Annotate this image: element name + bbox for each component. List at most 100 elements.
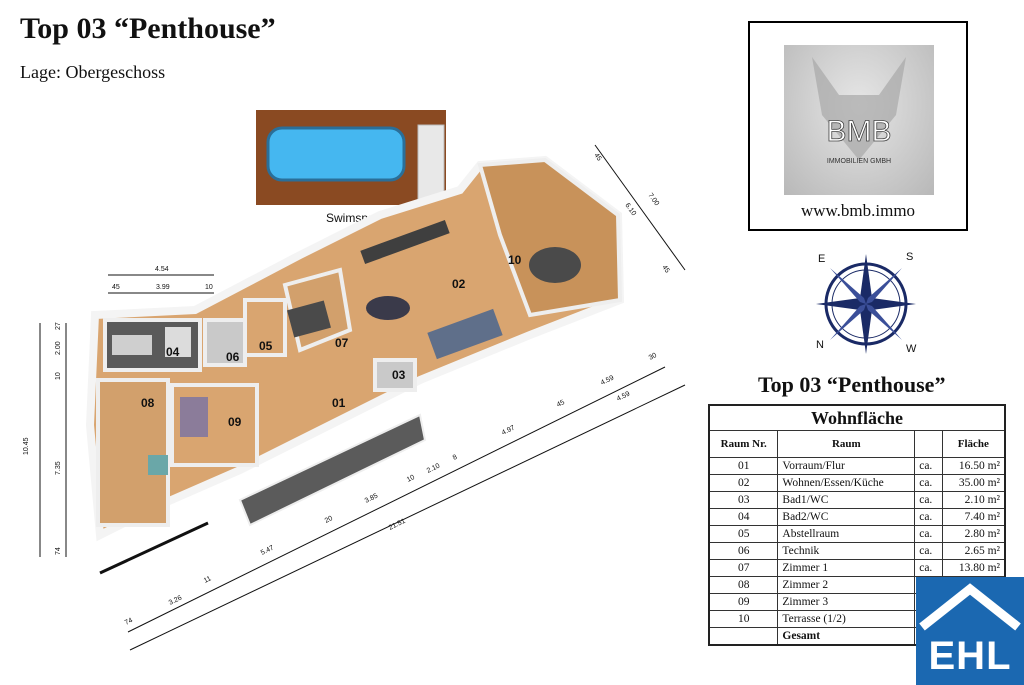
svg-text:3.99: 3.99 xyxy=(156,284,170,291)
compass-rose-icon: E S N W xyxy=(816,251,917,355)
bedroom-08 xyxy=(96,378,170,527)
table-caption: Wohnfläche xyxy=(708,404,1006,431)
svg-text:30: 30 xyxy=(648,352,658,362)
row-flaeche: 13.80 m² xyxy=(941,559,1006,577)
svg-text:45: 45 xyxy=(592,152,602,163)
ehl-text: EHL xyxy=(928,634,1012,678)
compass-s: S xyxy=(906,251,913,263)
row-flaeche: 7.40 m² xyxy=(941,508,1006,526)
row-flaeche: 35.00 m² xyxy=(941,474,1006,492)
apartment-footprint xyxy=(85,155,625,542)
row-flaeche: 16.50 m² xyxy=(941,457,1006,475)
room-label: 06 xyxy=(226,350,240,364)
room-label: 02 xyxy=(452,277,466,291)
row-raum: Vorraum/Flur xyxy=(777,457,916,475)
row-ca: ca. xyxy=(914,525,943,543)
svg-text:45: 45 xyxy=(556,399,566,409)
svg-text:4.54: 4.54 xyxy=(155,266,169,273)
room-label: 08 xyxy=(141,396,155,410)
stair xyxy=(238,413,427,527)
room-label: 10 xyxy=(508,253,522,267)
dining-table xyxy=(366,296,410,320)
row-ca: ca. xyxy=(914,559,943,577)
terrace-deck xyxy=(477,157,623,318)
col-header-flaeche: Fläche xyxy=(941,430,1006,458)
bmb-logo: BMB IMMOBILIEN GMBH xyxy=(784,45,934,195)
room-label: 05 xyxy=(259,339,273,353)
svg-text:74: 74 xyxy=(124,617,134,627)
row-nr: 02 xyxy=(708,474,779,492)
svg-text:20: 20 xyxy=(324,515,334,525)
col-header-raum: Raum xyxy=(777,430,916,458)
row-raum: Bad2/WC xyxy=(777,508,916,526)
svg-text:27: 27 xyxy=(55,322,62,330)
svg-text:21.51: 21.51 xyxy=(388,518,407,532)
row-flaeche: 2.80 m² xyxy=(941,525,1006,543)
svg-text:10.45: 10.45 xyxy=(23,437,30,455)
svg-text:10: 10 xyxy=(406,474,416,484)
room-label: 09 xyxy=(228,415,242,429)
swimspa-pool xyxy=(266,126,406,182)
row-nr: 04 xyxy=(708,508,779,526)
bmb-url: www.bmb.immo xyxy=(800,201,916,220)
row-ca: ca. xyxy=(914,508,943,526)
row-ca: ca. xyxy=(914,542,943,560)
bmb-logo-box: BMB IMMOBILIEN GMBH www.bmb.immo xyxy=(748,21,968,231)
svg-text:4.97: 4.97 xyxy=(501,424,516,436)
svg-text:2.10: 2.10 xyxy=(426,462,441,474)
svg-text:3.85: 3.85 xyxy=(364,492,379,504)
sofa xyxy=(427,308,503,360)
kitchen-counter xyxy=(360,220,450,264)
row-raum: Zimmer 3 xyxy=(777,593,916,611)
row-raum: Abstellraum xyxy=(777,525,916,543)
room-label: 01 xyxy=(332,396,346,410)
svg-text:4.59: 4.59 xyxy=(616,390,631,402)
svg-text:8: 8 xyxy=(452,454,459,462)
location-subtitle: Lage: Obergeschoss xyxy=(20,62,166,82)
row-flaeche: 2.65 m² xyxy=(941,542,1006,560)
row-nr: 08 xyxy=(708,576,779,594)
svg-text:10: 10 xyxy=(205,284,213,291)
row-nr: 10 xyxy=(708,610,779,628)
room-label: 07 xyxy=(335,336,349,350)
bmb-initials: BMB xyxy=(826,115,891,148)
page-title: Top 03 “Penthouse” xyxy=(20,12,276,45)
row-nr: 06 xyxy=(708,542,779,560)
row-ca: ca. xyxy=(914,457,943,475)
terrace-table xyxy=(529,247,581,283)
row-nr: 07 xyxy=(708,559,779,577)
svg-text:74: 74 xyxy=(55,547,62,555)
floor-plan: Swimspa EG 01 02 03 xyxy=(23,110,686,651)
house-roof-icon xyxy=(919,583,1021,631)
row-nr: 09 xyxy=(708,593,779,611)
row-nr: 03 xyxy=(708,491,779,509)
bathroom-03 xyxy=(373,358,417,392)
ehl-logo: EHL xyxy=(916,577,1024,685)
row-raum: Terrasse (1/2) xyxy=(777,610,916,628)
svg-text:2.00: 2.00 xyxy=(55,341,62,355)
col-header-ca xyxy=(914,430,943,458)
row-raum: Zimmer 2 xyxy=(777,576,916,594)
bmb-company: IMMOBILIEN GMBH xyxy=(827,158,891,165)
row-raum: Zimmer 1 xyxy=(777,559,916,577)
row-raum: Technik xyxy=(777,542,916,560)
compass-e: E xyxy=(818,253,825,265)
row-ca: ca. xyxy=(914,474,943,492)
svg-text:7.00: 7.00 xyxy=(646,192,660,207)
table-title: Top 03 “Penthouse” xyxy=(758,372,946,397)
svg-text:45: 45 xyxy=(112,284,120,291)
svg-text:5.47: 5.47 xyxy=(260,544,275,556)
storage-room xyxy=(243,298,287,357)
svg-text:6.10: 6.10 xyxy=(623,202,637,217)
room-label: 03 xyxy=(392,368,406,382)
fox-mark-icon: BMB IMMOBILIEN GMBH xyxy=(812,57,906,165)
svg-text:11: 11 xyxy=(203,575,213,585)
row-nr: 01 xyxy=(708,457,779,475)
svg-text:3.26: 3.26 xyxy=(168,594,183,606)
row-flaeche: 2.10 m² xyxy=(941,491,1006,509)
svg-text:45: 45 xyxy=(660,264,670,275)
